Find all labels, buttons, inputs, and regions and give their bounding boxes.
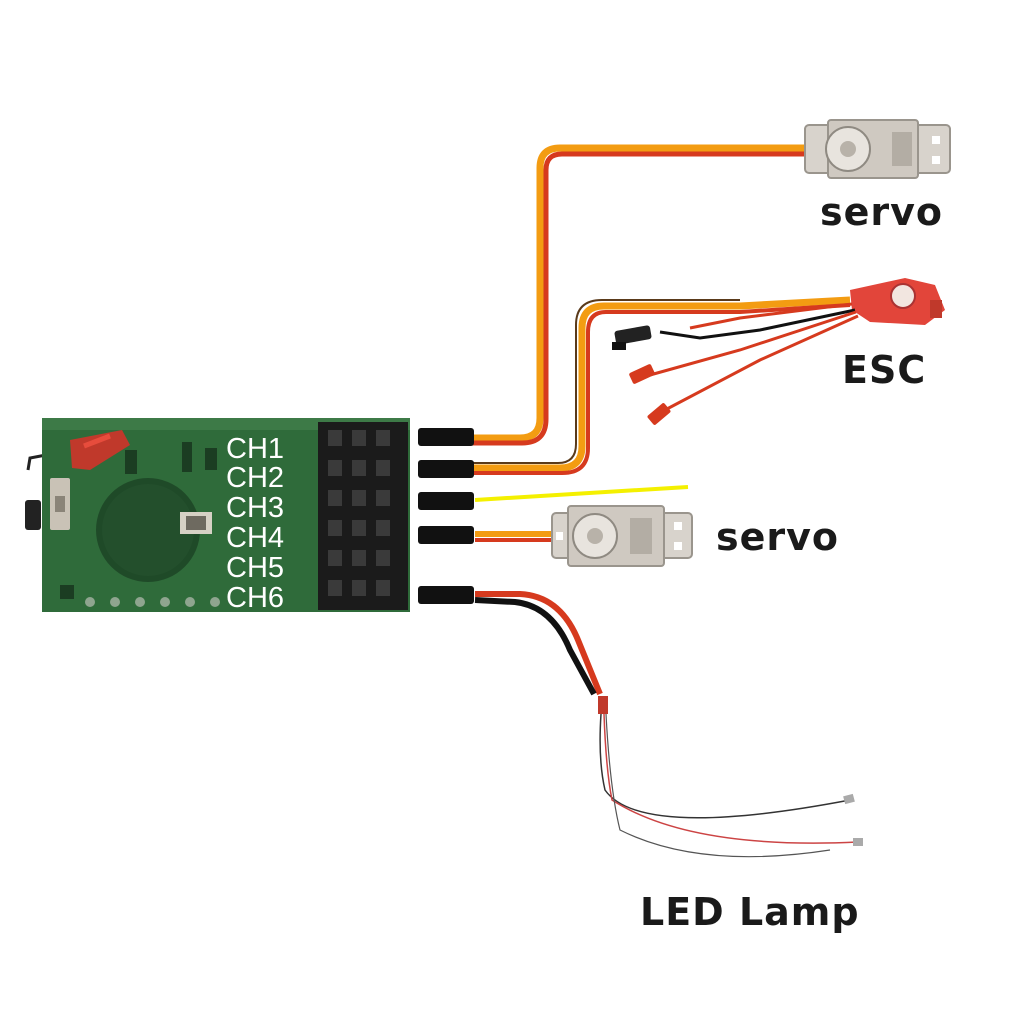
channel-label: CH1 [226, 433, 284, 465]
servo-mid [551, 505, 693, 567]
label-servo-top: servo [820, 190, 944, 234]
wire-ch6-led [474, 591, 603, 696]
wire-ch4-servo [475, 531, 556, 542]
wire-ch2-esc [470, 296, 851, 475]
channel-label: CH6 [226, 582, 284, 614]
receiver-board: CH1 CH2 CH3 CH4 CH5 CH6 [25, 418, 410, 614]
connector-plugs [418, 428, 474, 604]
label-led-lamp: LED Lamp [640, 890, 860, 934]
pin-header [318, 422, 408, 610]
channel-label: CH3 [226, 492, 284, 524]
channel-label: CH2 [226, 462, 284, 494]
channel-labels: CH1 CH2 CH3 CH4 CH5 CH6 [226, 433, 284, 614]
channel-label: CH5 [226, 552, 284, 584]
esc-module [612, 278, 945, 425]
wire-ch3 [474, 485, 689, 502]
channel-label: CH4 [226, 522, 284, 554]
label-esc: ESC [842, 348, 927, 392]
wire-ch1-servo [470, 144, 810, 446]
servo-top [804, 119, 951, 179]
led-lamp [598, 696, 863, 858]
label-servo-mid: servo [716, 515, 840, 559]
